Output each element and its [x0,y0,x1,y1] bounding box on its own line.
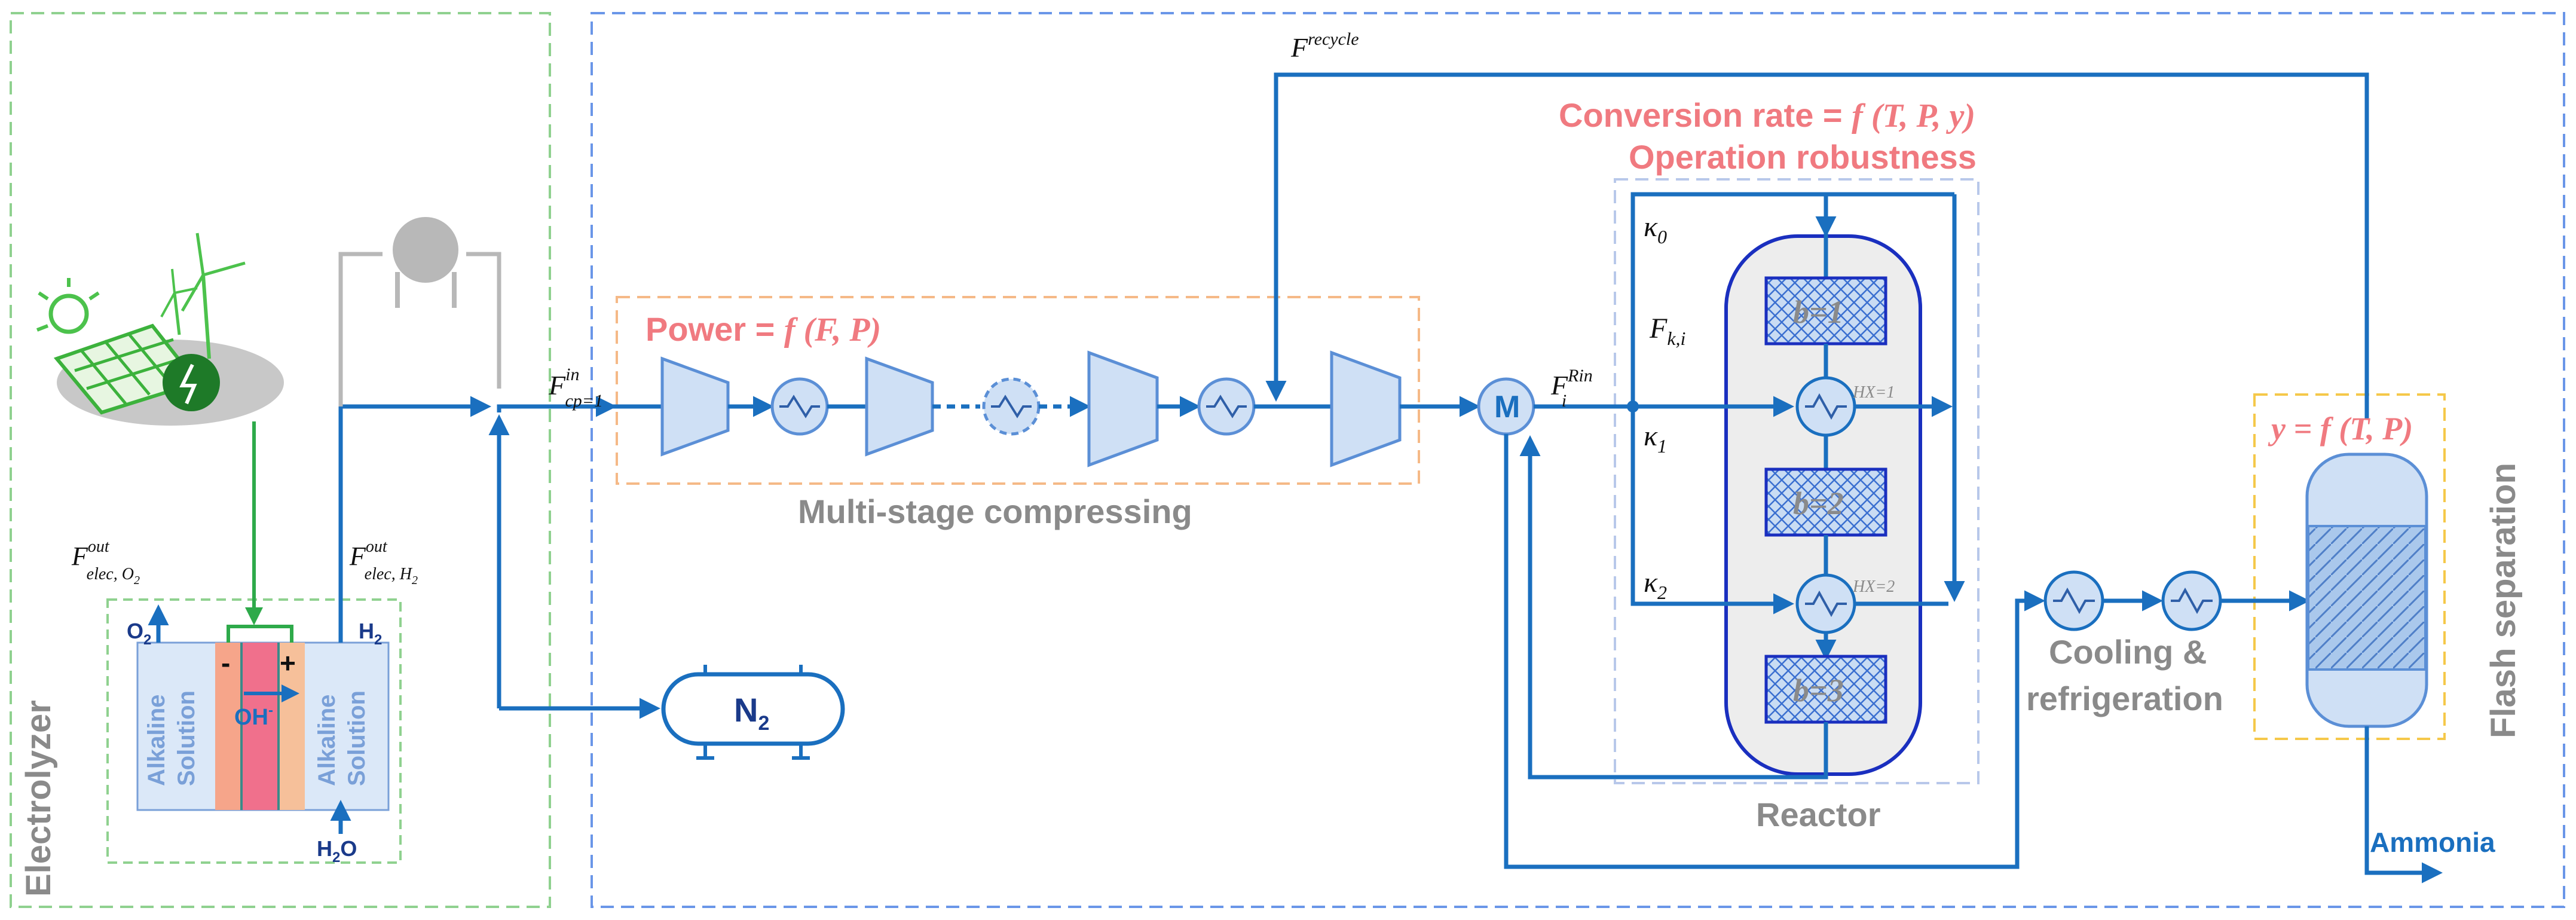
kappa2-line [1630,406,1794,615]
bed-1-label: b=1 [1793,294,1844,330]
flash-separation-title: Flash separation [2484,463,2523,738]
electrolysis-section-box [10,12,551,908]
minus-sign: - [221,647,230,678]
h2-outlet-line [338,396,491,643]
svg-text:Alkaline: Alkaline [314,695,340,786]
kappa0-line [1630,192,1837,406]
recycle-line [1265,72,2369,418]
reactor-label: Reactor [1756,796,1881,833]
compressor-2 [865,356,934,457]
kappa0-label: κ0 [1644,211,1667,247]
plus-sign: + [280,647,296,678]
left-solution-label: Alkaline Solution [143,690,200,786]
compressor-group-box [616,296,1420,485]
compressor-1 [660,356,730,457]
kappa2-label: κ2 [1644,567,1667,603]
bed-2-label: b=2 [1793,485,1844,521]
solar-wind-icon [36,233,284,426]
anode-compartment [279,643,305,810]
main-feed-line [497,396,617,417]
svg-text:Solution: Solution [344,690,370,786]
catalyst-bed-3 [1764,655,1887,724]
f-ki-label: Fk,i [1649,313,1685,349]
h2-label: H2 [359,619,382,648]
reactor-title-line2: Operation robustness [1629,138,1977,176]
compressor-4 [1330,350,1402,467]
hydrogen-storage-tank [338,217,501,406]
n2-label: N2 [734,691,769,735]
svg-text:Alkaline: Alkaline [143,695,170,786]
o2-label: O2 [127,619,151,648]
catalyst-bed-2 [1764,467,1887,537]
split-node [1627,401,1639,412]
cooling-label-line2: refrigeration [2026,680,2223,717]
cathode-compartment [215,643,241,810]
ammonia-label: Ammonia [2370,827,2495,858]
separator-packing [2307,525,2427,671]
mixer-label: M [1494,390,1520,424]
h2o-label: H2O [317,836,357,866]
svg-text:Solution: Solution [173,690,200,786]
reactor-title-line1: Conversion rate = f (T, P, y) [1559,96,1975,135]
reactor-outlet [1519,435,1828,780]
compressor-3 [1087,350,1159,467]
ion-label: OH- [234,702,273,730]
to-cooling-line [1504,434,2045,869]
power-function-label: Power = f (F, P) [645,310,881,349]
f-recycle-label: Frecycle [1290,29,1359,63]
separation-group-box [2253,393,2446,740]
cooling-label-line1: Cooling & [2049,633,2207,671]
hx-1-label: HX=1 [1852,383,1895,402]
electrolyzer-title: Electrolyzer [19,700,58,897]
bed-3-label: b=3 [1793,673,1844,708]
membrane [241,643,279,810]
kappa1-label: κ1 [1644,420,1667,457]
separation-function-label: y = f (T, P) [2268,411,2413,447]
ammonia-outlet [2364,726,2443,884]
synthesis-section-box [591,12,2565,908]
hx-2-label: HX=2 [1852,577,1895,596]
right-solution-label: Alkaline Solution [314,690,370,786]
multistage-label: Multi-stage compressing [798,493,1192,530]
reactor-group-box [1614,178,1980,784]
nitrogen-tank [661,665,845,760]
